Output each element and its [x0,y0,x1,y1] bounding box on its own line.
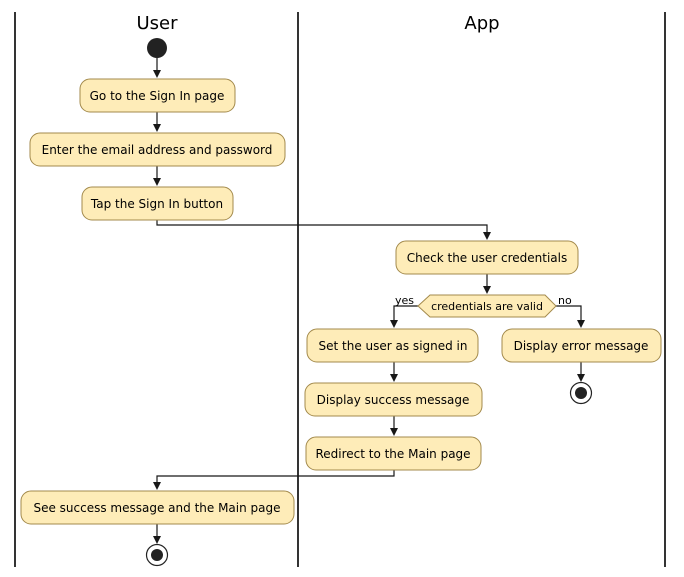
activity-label: Check the user credentials [407,251,567,265]
activity-see-success: See success message and the Main page [20,490,295,525]
lane-title-app: App [464,13,499,34]
activity-go-sign-in: Go to the Sign In page [79,78,236,113]
activity-label: Redirect to the Main page [315,447,470,461]
activity-redirect-main: Redirect to the Main page [305,436,482,471]
decision-credentials-valid: credentials are valid yes no [395,294,572,318]
activity-label: Tap the Sign In button [90,197,223,211]
activity-display-error: Display error message [501,328,662,363]
activity-label: Display success message [317,393,470,407]
activity-set-signed-in: Set the user as signed in [306,328,479,363]
end-node-error [569,381,593,405]
activity-label: Go to the Sign In page [90,89,225,103]
activity-label: Enter the email address and password [42,143,273,157]
decision-yes-label: yes [395,294,414,307]
lane-title-user: User [136,13,178,34]
activity-enter-credentials: Enter the email address and password [29,132,286,167]
start-node [147,38,167,58]
activity-display-success: Display success message [304,382,483,417]
activity-check-credentials: Check the user credentials [395,240,579,275]
activity-label: Set the user as signed in [319,339,468,353]
end-node-success [145,543,169,567]
decision-condition: credentials are valid [431,300,543,313]
activity-label: See success message and the Main page [33,501,280,515]
edges [153,58,585,544]
activity-tap-sign-in: Tap the Sign In button [81,186,234,221]
decision-no-label: no [558,294,572,307]
activity-label: Display error message [514,339,649,353]
